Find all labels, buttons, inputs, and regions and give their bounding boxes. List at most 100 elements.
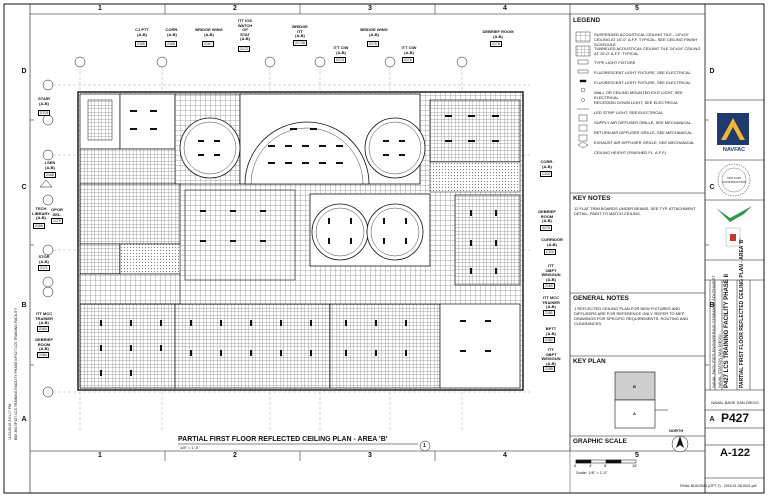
legend-item: SUSPENDED ACOUSTICAL CEILING TILE - 24"x… <box>594 32 698 46</box>
legend-item: EXHAUST AIR DIFFUSER GRILLE, SEE MECHANI… <box>594 140 695 145</box>
grid-row-c: C <box>21 184 27 191</box>
room-number: 2185 <box>543 366 555 372</box>
grid-col-3: 3 <box>368 5 372 12</box>
room-label: BPTT (A-B) <box>545 326 557 336</box>
legend-item: TYPE LIGHT FIXTURE <box>594 60 636 65</box>
grid-col-2-bottom: 2 <box>233 452 237 459</box>
naval-base: NAVAL STATION SAN DIEGO <box>717 334 722 388</box>
footer-file: FINAL BUILDING (OPT 2) - 2016-01-08-0001… <box>680 484 757 488</box>
key-plan-label-b: B <box>633 384 636 389</box>
grid-row-b-right: B <box>709 302 715 309</box>
room-label: ITT IOS WATCH OF STAT (A-B) <box>237 18 253 42</box>
scale-tick: 0 <box>574 463 577 468</box>
room-label: CORR. (A-B) <box>540 159 554 169</box>
room-label: STAIR (A-B) <box>38 96 50 106</box>
grid-col-5-bottom: 5 <box>635 452 639 459</box>
legend-item: TUNNELED ACOUSTICAL CEILING TILE 24"x24"… <box>594 46 701 56</box>
legend-item: SUPPLY AIR DIFFUSER GRILLE, SEE MECHANIC… <box>594 120 691 125</box>
general-notes-title: GENERAL NOTES <box>573 295 629 302</box>
room-label: CORR. (A-B) <box>165 27 179 37</box>
navfac-logo-text: NAVFAC <box>722 147 746 153</box>
room-label: ITT OBPT WEISGUN (A-B) <box>541 263 561 282</box>
engineering-command: NAVAL FACILITIES ENGINEERING COMMAND SOU… <box>711 275 716 388</box>
scale-tick: 8' <box>604 463 607 468</box>
room-number: 2169 <box>33 223 45 229</box>
room-number: 2166 <box>165 41 177 47</box>
scale-tick: 4' <box>589 463 592 468</box>
room-number: 2183 <box>37 326 49 332</box>
room-number: 2165 <box>135 41 147 47</box>
sheet-title: PARTIAL FIRST FLOOR REFLECTED CEILING PL… <box>739 238 745 388</box>
room-label: BRIDGE WING (A-B) <box>360 27 388 37</box>
room-number: 2174 <box>334 57 346 63</box>
project-number: P427 <box>720 411 750 425</box>
room-number: 2179 <box>540 225 552 231</box>
room-number: ST03 <box>38 110 51 116</box>
legend-item: FLUORESCENT LIGHT FIXTURE, SEE ELECTRICA… <box>594 80 691 85</box>
grid-col-3-bottom: 3 <box>368 452 372 459</box>
key-plan-title: KEY PLAN <box>573 358 606 365</box>
room-label: DEBRIEF ROOM (A-B) <box>482 29 514 39</box>
general-note-item: 1 REFLECTED CEILING PLAN FOR NEW FIXTURE… <box>574 306 689 326</box>
room-number: 2176 <box>402 57 414 63</box>
drawing-title: PARTIAL FIRST FLOOR REFLECTED CEILING PL… <box>178 436 388 443</box>
room-number: 2180 <box>543 283 555 289</box>
grid-row-d-right: D <box>709 68 715 75</box>
room-number: 2181 <box>543 310 555 316</box>
key-notes-title: KEY NOTES <box>573 195 611 202</box>
room-label: CJ PTT (A-B) <box>135 27 149 37</box>
room-label: ITT CIW (A-B) <box>401 45 417 55</box>
key-plan-label-a: A <box>633 411 636 416</box>
room-number: 2171 <box>38 265 50 271</box>
room-number: 2172 <box>238 46 250 52</box>
scale-tick: 16' <box>632 463 638 468</box>
stamp-text: NOT FOR CONSTRUCTION <box>722 176 747 184</box>
grid-col-2: 2 <box>233 5 237 12</box>
room-label: STOR (A-B) <box>38 254 50 264</box>
legend-title: LEGEND <box>573 17 601 24</box>
room-number: C202 <box>540 171 553 177</box>
room-label: ITT OBPT WEISGUN (A-B) <box>541 347 561 366</box>
key-note-item: 12 FLAT TRIM BOARDS UNDER BEAMS, SEE TYP… <box>574 206 696 216</box>
grid-row-b: B <box>21 302 27 309</box>
grid-col-1: 1 <box>98 5 102 12</box>
room-number: 2184 <box>37 352 49 358</box>
room-label: LSEN (A-B) <box>44 160 56 170</box>
grid-row-d: D <box>21 68 27 75</box>
sheet-number: A-122 <box>720 447 750 459</box>
legend-item: RETURN AIR DIFFUSER GRILLE, SEE MECHANIC… <box>594 130 693 135</box>
room-number: C201 <box>544 249 557 255</box>
room-label: ITT MCC TRAINER (A-B) <box>542 295 560 310</box>
room-number: 2178 <box>490 41 502 47</box>
legend-item: CEILING HEIGHT (FINISHED FL. A.F.F.) <box>594 150 667 155</box>
plot-date: 11/21/2016 3:01:17 PM <box>8 403 12 440</box>
room-number: 2170 <box>51 218 63 224</box>
room-label: BRIDGE ITT (A-B) <box>292 24 308 39</box>
room-number: 2167 <box>202 41 214 47</box>
legend-item: LED STRIP LIGHT, SEE ELECTRICAL <box>594 110 664 115</box>
file-path: BIM 360://P427 LCS TRAINING FACILITY PHA… <box>14 307 18 440</box>
room-number: 2173A <box>293 40 308 46</box>
north-label: NORTH <box>669 428 684 433</box>
room-label: DEBRIEF ROOM (A-B) <box>538 209 556 224</box>
project-title: P427 LCS TRAINING FACILITY PHASE II <box>724 274 730 388</box>
graphic-scale-title: GRAPHIC SCALE <box>573 438 627 445</box>
scale-text: Scale: 1/8" = 1'-0" <box>576 470 608 475</box>
room-number: 2175 <box>367 41 379 47</box>
grid-col-4: 4 <box>503 5 507 12</box>
dist-label: NAVAL BASE SAN DIEGO <box>711 400 759 405</box>
grid-col-4-bottom: 4 <box>503 452 507 459</box>
room-number: 2182 <box>543 337 555 343</box>
grid-row-a: A <box>21 416 27 423</box>
grid-row-c-right: C <box>709 184 715 191</box>
room-number: 2168 <box>44 172 56 178</box>
legend-item: RECESSED DOWN LIGHT, SEE ELECTRICAL <box>594 100 679 105</box>
room-label: ITT CIW (A-B) <box>333 45 349 55</box>
grid-col-1-bottom: 1 <box>98 452 102 459</box>
grid-row-a-right: A <box>709 416 715 423</box>
view-number: 1 <box>423 443 426 449</box>
legend-list: SUSPENDED ACOUSTICAL CEILING TILE - 24"x… <box>594 32 702 160</box>
room-label: DEBRIEF ROOM (A-B) <box>35 337 53 352</box>
drawing-scale: 1/8" = 1'-0" <box>180 445 200 450</box>
